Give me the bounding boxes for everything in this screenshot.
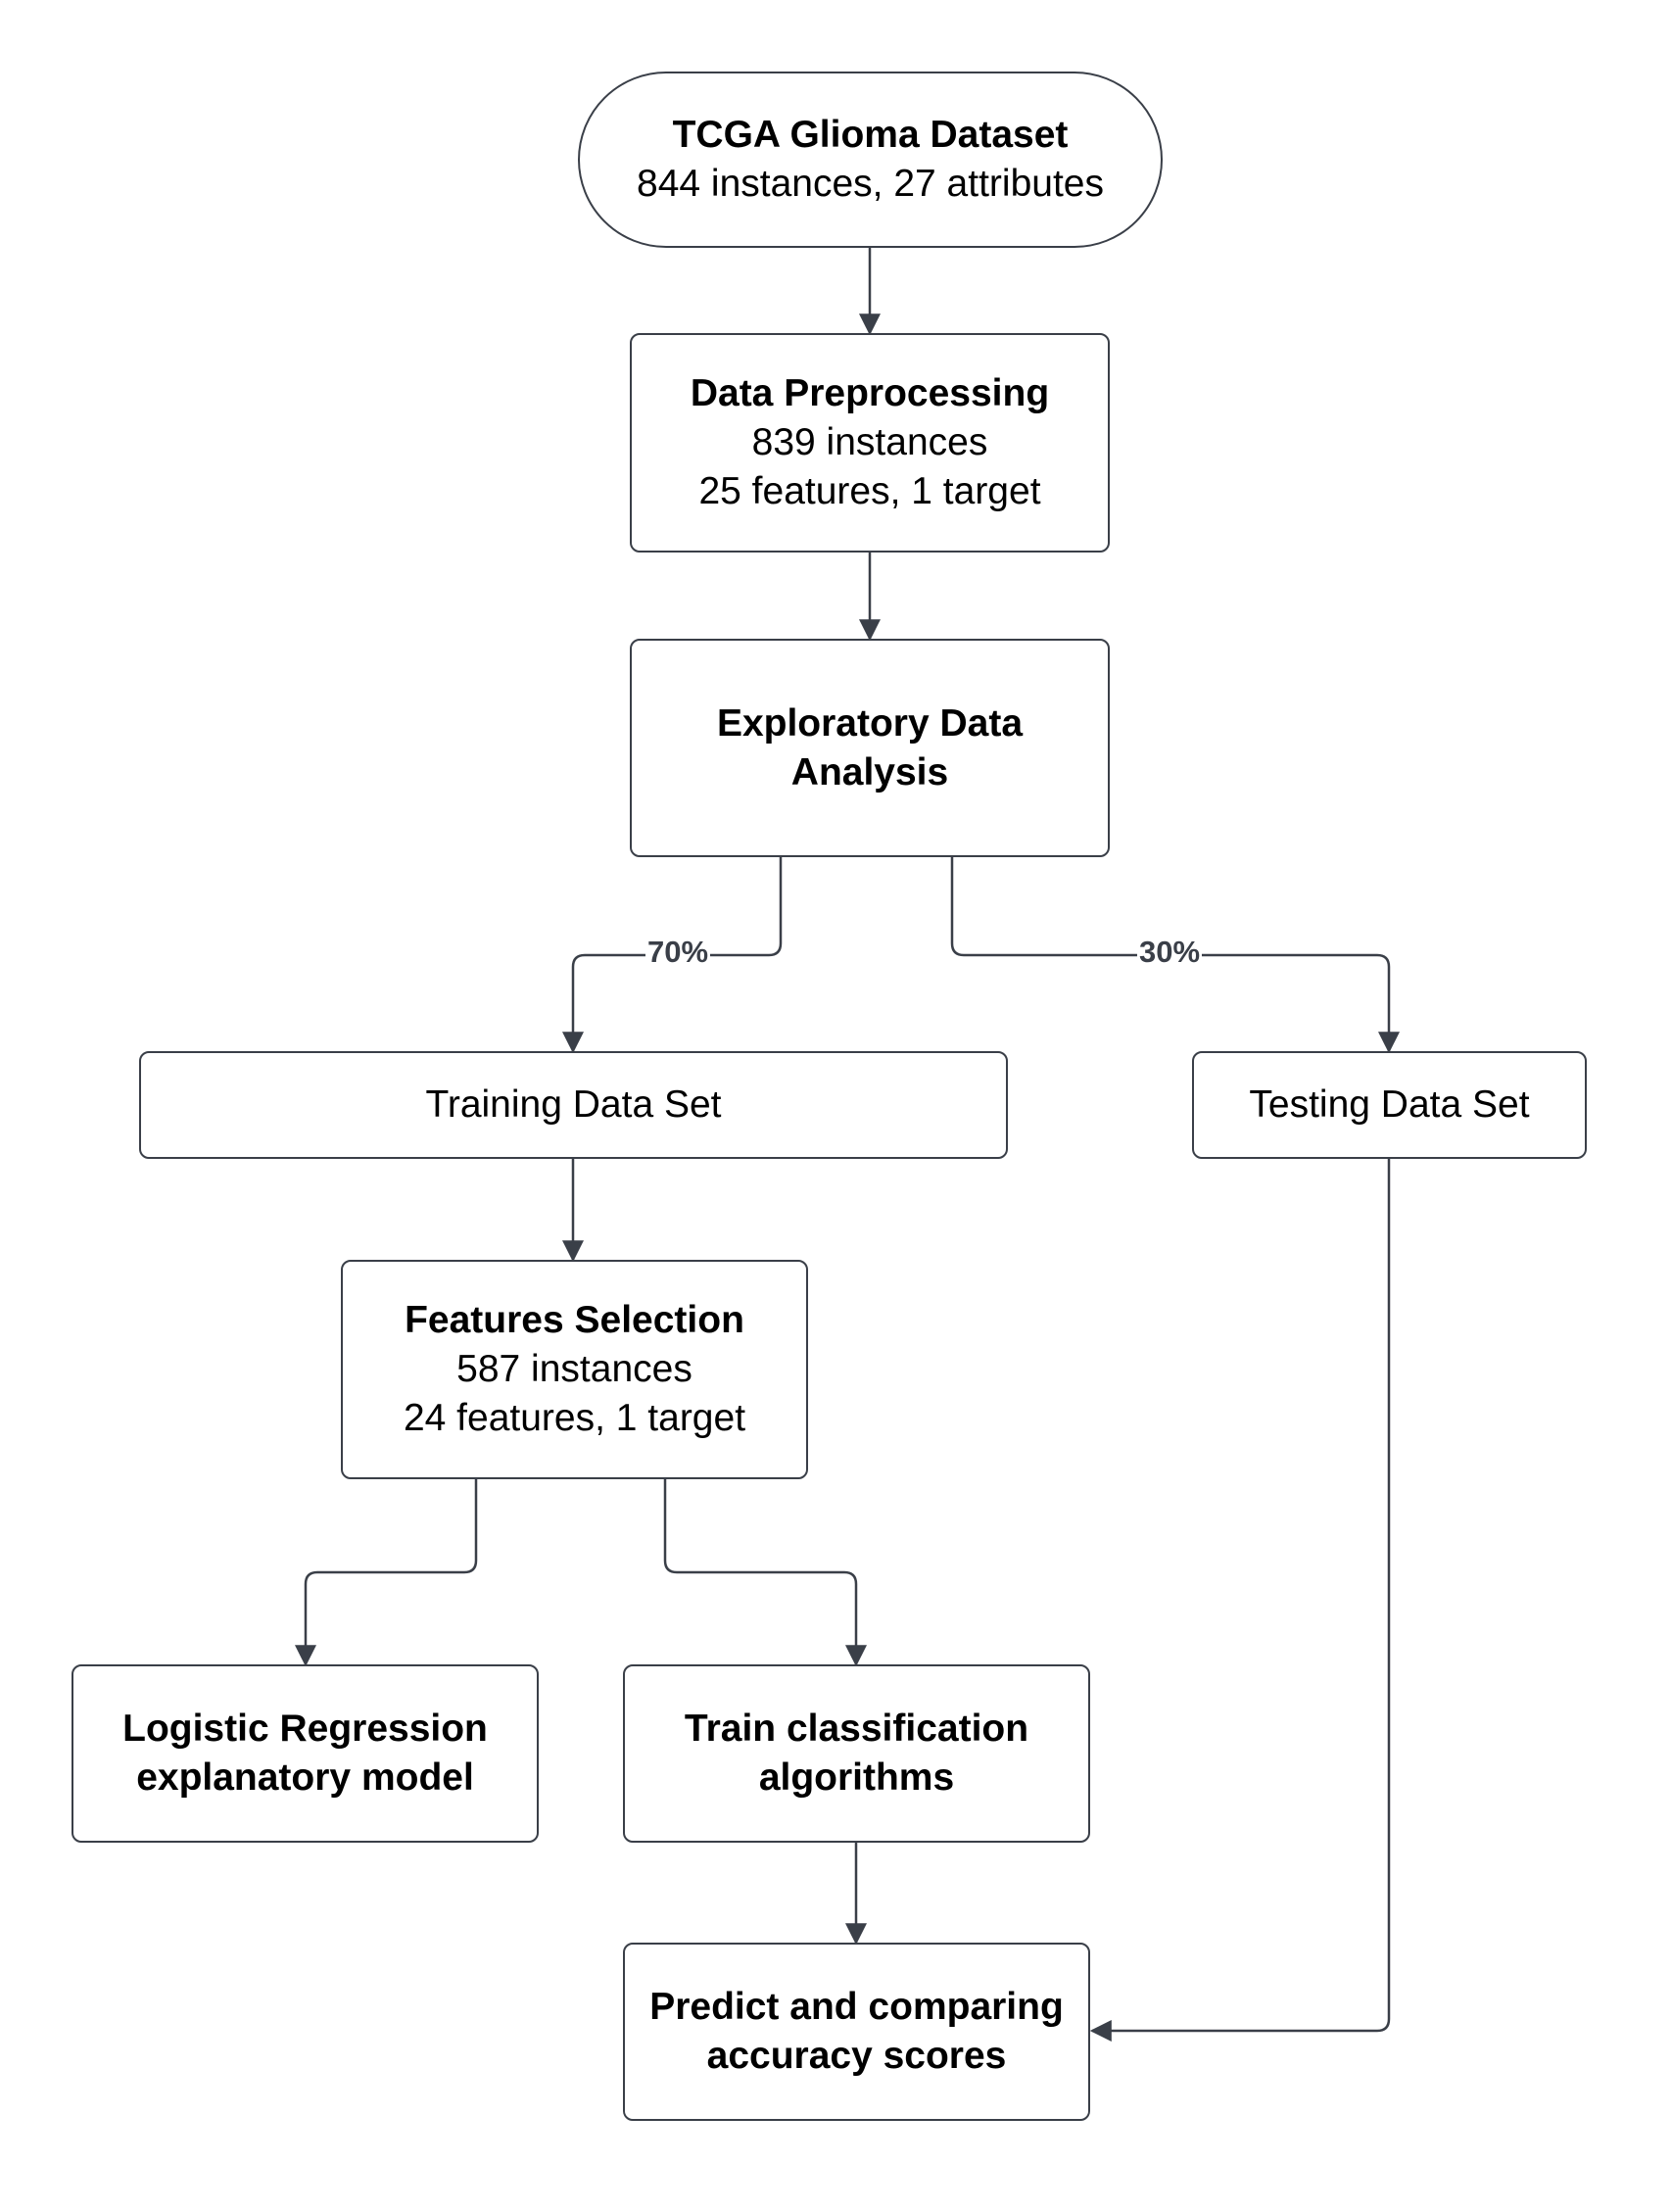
dataset-title: TCGA Glioma Dataset [672,114,1069,156]
arrow-testing-to-predict [1089,1159,1391,2042]
testing-set-node: Testing Data Set [1192,1051,1587,1159]
predict-title-line1: Predict and comparing [649,1986,1064,2028]
feature-selection-features: 24 features, 1 target [403,1397,746,1439]
preprocessing-features: 25 features, 1 target [698,470,1041,512]
testing-set-label: Testing Data Set [1249,1083,1530,1126]
feature-selection-instances: 587 instances [456,1348,692,1390]
predict-node: Predict and comparing accuracy scores [623,1943,1090,2121]
eda-title-line2: Analysis [790,750,949,793]
feature-selection-title: Features Selection [405,1299,744,1341]
logistic-regression-title-line1: Logistic Regression [122,1707,488,1750]
preprocessing-title: Data Preprocessing [690,372,1050,414]
train-classifiers-title-line1: Train classification [684,1707,1029,1750]
train-classifiers-node: Train classification algorithms [623,1664,1090,1843]
dataset-node: TCGA Glioma Dataset 844 instances, 27 at… [578,72,1163,248]
eda-node: Exploratory Data Analysis [630,639,1110,857]
train-classifiers-title-line2: algorithms [758,1756,955,1799]
split-label-70: 70% [645,935,711,970]
feature-selection-node: Features Selection 587 instances 24 feat… [341,1260,808,1479]
training-set-label: Training Data Set [425,1083,722,1126]
split-label-30: 30% [1136,935,1203,970]
predict-title-line2: accuracy scores [706,2035,1007,2077]
logistic-regression-node: Logistic Regression explanatory model [72,1664,539,1843]
arrow-feature-selection-to-logistic [295,1479,478,1667]
preprocessing-node: Data Preprocessing 839 instances 25 feat… [630,333,1110,553]
dataset-stats: 844 instances, 27 attributes [637,163,1104,205]
preprocessing-instances: 839 instances [751,421,988,463]
training-set-node: Training Data Set [139,1051,1008,1159]
logistic-regression-title-line2: explanatory model [136,1756,474,1799]
eda-title-line1: Exploratory Data [716,701,1024,745]
arrow-feature-selection-to-train [663,1479,867,1667]
